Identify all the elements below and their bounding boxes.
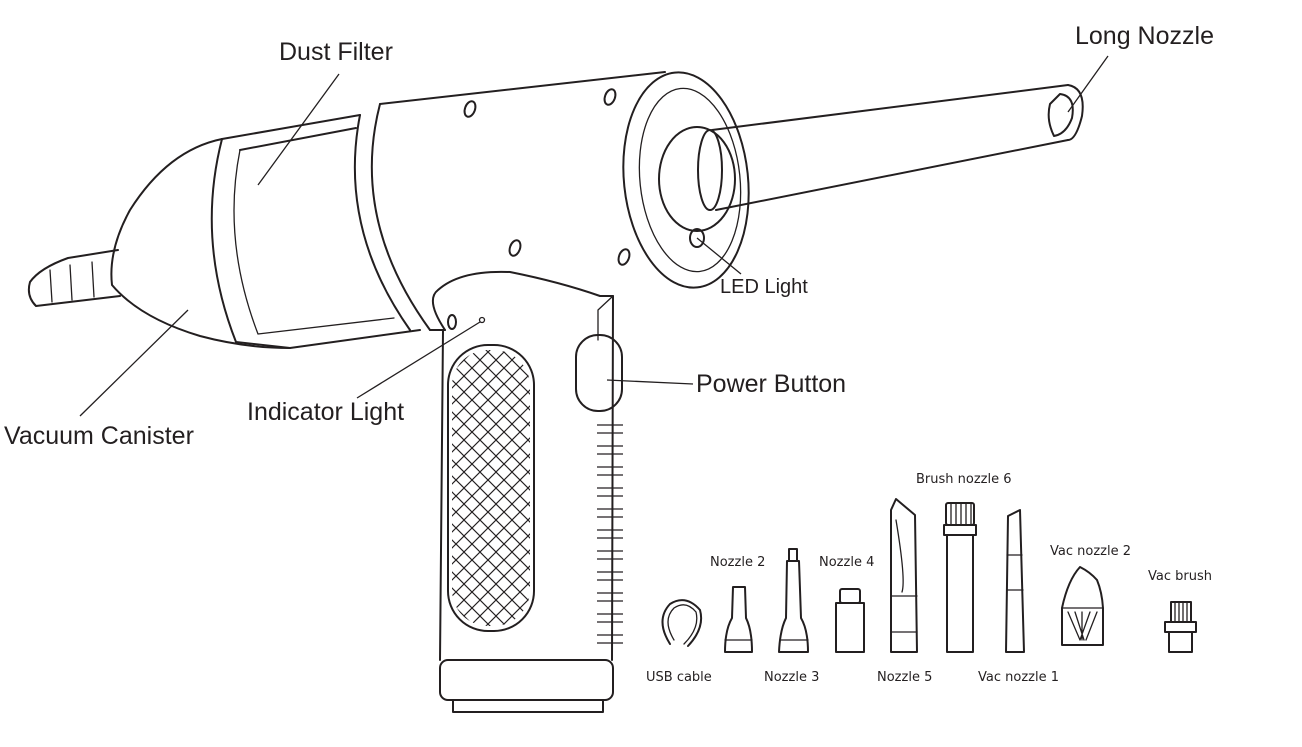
indicator-light-icon (478, 316, 486, 324)
label-nozzle-3: Nozzle 3 (764, 670, 820, 685)
accessory-vac-nozzle-2-shape (1061, 566, 1104, 646)
motor-body (353, 71, 666, 331)
label-usb-cable: USB cable (646, 670, 712, 685)
label-nozzle-4: Nozzle 4 (819, 555, 875, 570)
label-indicator-light: Indicator Light (247, 398, 405, 426)
label-brush-nozzle-6: Brush nozzle 6 (916, 472, 1012, 487)
handle-grille (452, 350, 530, 626)
side-button-icon (447, 314, 457, 330)
label-vac-brush: Vac brush (1148, 569, 1212, 584)
accessory-vac-nozzle-1-shape (1005, 509, 1025, 653)
accessory-nozzle-2-shape (724, 586, 753, 653)
accessory-nozzle-5-shape (890, 498, 918, 653)
long-nozzle-shape (697, 84, 1084, 211)
label-dust-filter: Dust Filter (279, 38, 393, 66)
leader-lines (79, 55, 1109, 417)
accessory-usb-cable-shape (661, 599, 703, 647)
label-nozzle-2: Nozzle 2 (710, 555, 766, 570)
handle-grille-frame (447, 344, 535, 632)
vacuum-canister-shape (110, 138, 291, 349)
handle-base (439, 659, 614, 701)
led-light-icon (689, 228, 705, 248)
label-led-light: LED Light (720, 276, 808, 298)
power-button-icon (575, 334, 623, 412)
label-nozzle-5: Nozzle 5 (877, 670, 933, 685)
accessory-nozzle-3-shape (778, 548, 809, 653)
label-power-button: Power Button (696, 370, 847, 398)
accessory-nozzle-4-shape (835, 588, 865, 653)
accessory-vac-brush-shape (1164, 601, 1197, 653)
accessory-brush-nozzle-6-shape (943, 502, 977, 653)
label-vac-nozzle-1: Vac nozzle 1 (978, 670, 1059, 685)
front-bezel (622, 71, 750, 289)
rear-nozzle (27, 249, 121, 307)
dust-filter-shape (210, 114, 421, 349)
label-vacuum-canister: Vacuum Canister (4, 422, 194, 450)
label-vac-nozzle-2: Vac nozzle 2 (1050, 544, 1131, 559)
label-long-nozzle: Long Nozzle (1075, 22, 1214, 50)
handle (431, 270, 623, 713)
